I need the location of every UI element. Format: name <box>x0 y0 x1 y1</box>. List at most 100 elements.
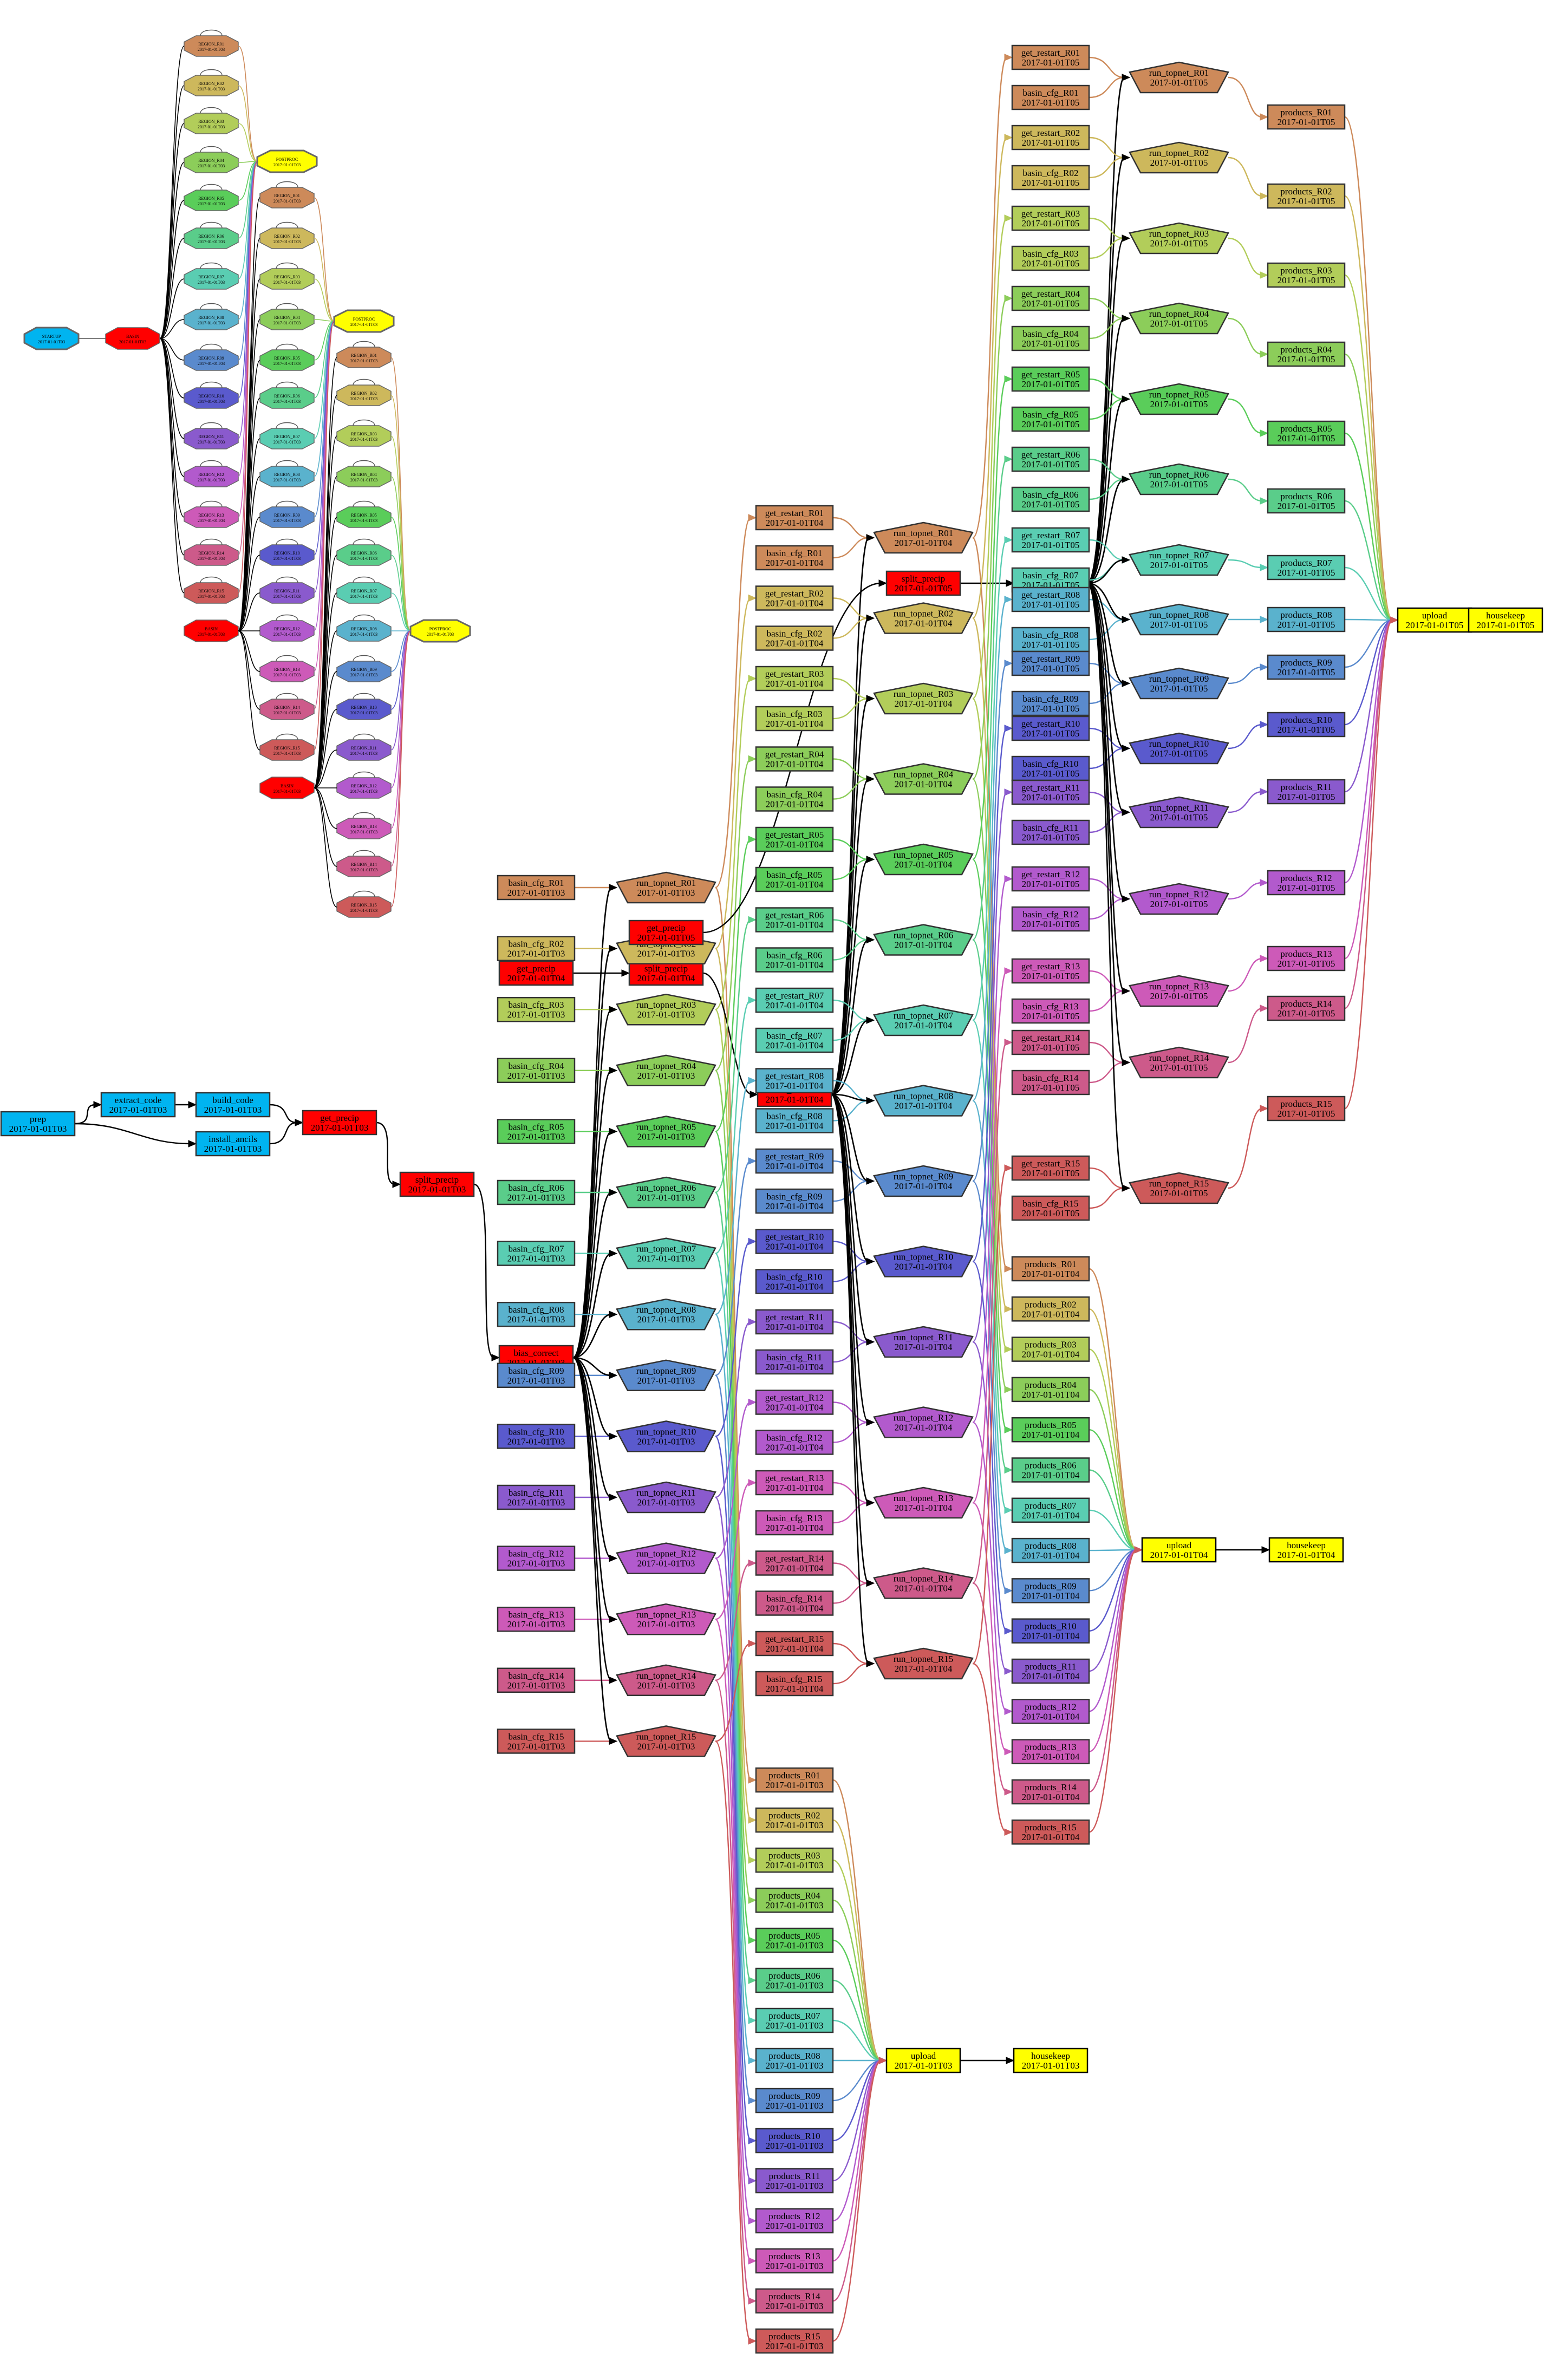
task-node-products_R11_t05[interactable]: products_R112017-01-01T05 <box>1267 779 1346 805</box>
task-node-run_topnet_R05_t04[interactable]: run_topnet_R052017-01-01T04 <box>873 843 974 876</box>
task-node-basin_cfg_R02_t03[interactable]: basin_cfg_R022017-01-01T03 <box>497 936 576 961</box>
task-node-run_topnet_R01_t04[interactable]: run_topnet_R012017-01-01T04 <box>873 521 974 554</box>
overview-node-region1_R15[interactable]: REGION_R152017-01-01T03 <box>184 582 239 604</box>
task-node-basin_cfg_R10_t04[interactable]: basin_cfg_R102017-01-01T04 <box>755 1269 834 1294</box>
task-node-get_restart_R11_t04[interactable]: get_restart_R112017-01-01T04 <box>755 1309 834 1335</box>
task-node-upload_t05[interactable]: upload2017-01-01T05 <box>1397 607 1472 633</box>
task-node-products_R01_t04[interactable]: products_R012017-01-01T04 <box>1011 1256 1090 1282</box>
overview-node-region3_R12[interactable]: REGION_R122017-01-01T03 <box>336 777 392 799</box>
task-node-basin_cfg_R14_t03[interactable]: basin_cfg_R142017-01-01T03 <box>497 1667 576 1693</box>
overview-node-region2_R14[interactable]: REGION_R142017-01-01T03 <box>259 699 315 720</box>
task-node-get_restart_R01_t05[interactable]: get_restart_R012017-01-01T05 <box>1011 44 1090 70</box>
task-node-run_topnet_R04_t05[interactable]: run_topnet_R042017-01-01T05 <box>1129 302 1229 335</box>
task-node-products_R10_t04[interactable]: products_R102017-01-01T04 <box>1011 1618 1090 1644</box>
task-node-products_R13_t03[interactable]: products_R132017-01-01T03 <box>755 2248 834 2274</box>
task-node-basin_cfg_R01_t04[interactable]: basin_cfg_R012017-01-01T04 <box>755 545 834 571</box>
overview-node-region3_R04[interactable]: REGION_R042017-01-01T03 <box>336 466 392 487</box>
task-node-get_restart_R08_t04[interactable]: get_restart_R082017-01-01T04 <box>755 1068 834 1093</box>
task-node-get_precip_t05[interactable]: get_precip2017-01-01T05 <box>628 920 704 946</box>
overview-node-region1_R14[interactable]: REGION_R142017-01-01T03 <box>184 544 239 566</box>
task-node-products_R04_t03[interactable]: products_R042017-01-01T03 <box>755 1887 834 1913</box>
task-node-basin_cfg_R15_t04[interactable]: basin_cfg_R152017-01-01T04 <box>755 1671 834 1697</box>
task-node-run_topnet_R09_t04[interactable]: run_topnet_R092017-01-01T04 <box>873 1165 974 1197</box>
overview-node-region1_R07[interactable]: REGION_R072017-01-01T03 <box>184 268 239 290</box>
overview-node-region3_R15[interactable]: REGION_R152017-01-01T03 <box>336 896 392 918</box>
task-node-basin_cfg_R07_t03[interactable]: basin_cfg_R072017-01-01T03 <box>497 1241 576 1266</box>
task-node-products_R03_t05[interactable]: products_R032017-01-01T05 <box>1267 262 1346 288</box>
task-node-housekeep_t04[interactable]: housekeep2017-01-01T04 <box>1268 1537 1344 1563</box>
overview-node-region2_R13[interactable]: REGION_R132017-01-01T03 <box>259 661 315 682</box>
task-node-products_R11_t03[interactable]: products_R112017-01-01T03 <box>755 2168 834 2194</box>
task-node-get_restart_R07_t05[interactable]: get_restart_R072017-01-01T05 <box>1011 527 1090 553</box>
task-node-run_topnet_R12_t03[interactable]: run_topnet_R122017-01-01T03 <box>616 1542 716 1574</box>
task-node-split_precip_t03[interactable]: split_precip2017-01-01T03 <box>399 1171 475 1197</box>
task-node-basin_cfg_R08_t04[interactable]: basin_cfg_R082017-01-01T04 <box>755 1108 834 1133</box>
overview-node-region1_R12[interactable]: REGION_R122017-01-01T03 <box>184 466 239 487</box>
task-node-run_topnet_R07_t05[interactable]: run_topnet_R072017-01-01T05 <box>1129 544 1229 576</box>
task-node-products_R14_t04[interactable]: products_R142017-01-01T04 <box>1011 1779 1090 1805</box>
task-node-products_R09_t05[interactable]: products_R092017-01-01T05 <box>1267 654 1346 680</box>
task-node-run_topnet_R11_t03[interactable]: run_topnet_R112017-01-01T03 <box>616 1481 716 1514</box>
task-node-run_topnet_R15_t03[interactable]: run_topnet_R152017-01-01T03 <box>616 1725 716 1757</box>
task-node-upload_t04[interactable]: upload2017-01-01T04 <box>1141 1537 1217 1563</box>
task-node-housekeep_t03[interactable]: housekeep2017-01-01T03 <box>1013 2048 1089 2073</box>
task-node-run_topnet_R15_t04[interactable]: run_topnet_R152017-01-01T04 <box>873 1647 974 1680</box>
overview-node-basin_3[interactable]: BASIN2017-01-01T03 <box>259 777 315 799</box>
task-node-products_R02_t03[interactable]: products_R022017-01-01T03 <box>755 1807 834 1833</box>
task-node-basin_cfg_R09_t05[interactable]: basin_cfg_R092017-01-01T05 <box>1011 690 1090 716</box>
overview-node-region1_R08[interactable]: REGION_R082017-01-01T03 <box>184 309 239 330</box>
overview-node-region3_R08[interactable]: REGION_R082017-01-01T03 <box>336 620 392 642</box>
overview-node-region2_R05[interactable]: REGION_R052017-01-01T03 <box>259 349 315 371</box>
task-node-basin_cfg_R09_t04[interactable]: basin_cfg_R092017-01-01T04 <box>755 1188 834 1214</box>
task-node-run_topnet_R03_t04[interactable]: run_topnet_R032017-01-01T04 <box>873 682 974 715</box>
task-node-products_R09_t03[interactable]: products_R092017-01-01T03 <box>755 2088 834 2114</box>
task-node-run_topnet_R14_t04[interactable]: run_topnet_R142017-01-01T04 <box>873 1567 974 1599</box>
overview-node-startup[interactable]: STARTUP2017-01-01T03 <box>23 327 80 350</box>
task-node-get_restart_R12_t05[interactable]: get_restart_R122017-01-01T05 <box>1011 866 1090 892</box>
overview-node-region3_R13[interactable]: REGION_R132017-01-01T03 <box>336 818 392 839</box>
task-node-run_topnet_R10_t04[interactable]: run_topnet_R102017-01-01T04 <box>873 1246 974 1277</box>
overview-node-region1_R10[interactable]: REGION_R102017-01-01T03 <box>184 387 239 409</box>
task-node-products_R02_t04[interactable]: products_R022017-01-01T04 <box>1011 1296 1090 1322</box>
overview-node-region3_R02[interactable]: REGION_R022017-01-01T03 <box>336 384 392 406</box>
task-node-basin_cfg_R11_t03[interactable]: basin_cfg_R112017-01-01T03 <box>497 1484 576 1510</box>
task-node-basin_cfg_R02_t05[interactable]: basin_cfg_R022017-01-01T05 <box>1011 165 1090 191</box>
overview-node-region3_R05[interactable]: REGION_R052017-01-01T03 <box>336 506 392 528</box>
task-node-products_R08_t03[interactable]: products_R082017-01-01T03 <box>755 2048 834 2073</box>
task-node-products_R05_t03[interactable]: products_R052017-01-01T03 <box>755 1927 834 1953</box>
task-node-run_topnet_R09_t05[interactable]: run_topnet_R092017-01-01T05 <box>1129 667 1229 700</box>
task-node-basin_cfg_R10_t03[interactable]: basin_cfg_R102017-01-01T03 <box>497 1424 576 1449</box>
overview-node-region2_R15[interactable]: REGION_R152017-01-01T03 <box>259 739 315 761</box>
task-node-run_topnet_R04_t04[interactable]: run_topnet_R042017-01-01T04 <box>873 763 974 795</box>
overview-node-region3_R09[interactable]: REGION_R092017-01-01T03 <box>336 661 392 682</box>
task-node-products_R03_t04[interactable]: products_R032017-01-01T04 <box>1011 1336 1090 1362</box>
task-node-get_restart_R13_t04[interactable]: get_restart_R132017-01-01T04 <box>755 1470 834 1496</box>
overview-node-region1_R11[interactable]: REGION_R112017-01-01T03 <box>184 428 239 449</box>
task-node-run_topnet_R05_t03[interactable]: run_topnet_R052017-01-01T03 <box>616 1116 716 1147</box>
overview-node-region1_R03[interactable]: REGION_R032017-01-01T03 <box>184 113 239 134</box>
overview-node-basin_1[interactable]: BASIN2017-01-01T03 <box>105 327 160 350</box>
task-node-get_restart_R04_t04[interactable]: get_restart_R042017-01-01T04 <box>755 746 834 772</box>
task-node-run_topnet_R11_t05[interactable]: run_topnet_R112017-01-01T05 <box>1129 796 1229 829</box>
overview-node-region2_R08[interactable]: REGION_R082017-01-01T03 <box>259 466 315 487</box>
task-node-basin_cfg_R12_t04[interactable]: basin_cfg_R122017-01-01T04 <box>755 1430 834 1455</box>
overview-node-postproc_2[interactable]: POSTPROC2017-01-01T03 <box>333 309 395 333</box>
task-node-products_R04_t04[interactable]: products_R042017-01-01T04 <box>1011 1377 1090 1403</box>
task-node-products_R12_t05[interactable]: products_R122017-01-01T05 <box>1267 870 1346 896</box>
task-node-get_restart_R02_t05[interactable]: get_restart_R022017-01-01T05 <box>1011 125 1090 151</box>
task-node-run_topnet_R13_t04[interactable]: run_topnet_R132017-01-01T04 <box>873 1486 974 1519</box>
overview-node-postproc_3[interactable]: POSTPROC2017-01-01T03 <box>409 619 471 643</box>
task-node-install_ancils[interactable]: install_ancils2017-01-01T03 <box>195 1131 271 1157</box>
task-node-get_restart_R08_t05[interactable]: get_restart_R082017-01-01T05 <box>1011 586 1090 612</box>
task-node-products_R10_t03[interactable]: products_R102017-01-01T03 <box>755 2128 834 2154</box>
task-node-products_R01_t03[interactable]: products_R012017-01-01T03 <box>755 1767 834 1793</box>
task-node-run_topnet_R08_t04[interactable]: run_topnet_R082017-01-01T04 <box>873 1085 974 1117</box>
task-node-get_restart_R06_t04[interactable]: get_restart_R062017-01-01T04 <box>755 907 834 933</box>
task-node-split_precip_t05[interactable]: split_precip2017-01-01T05 <box>885 570 961 596</box>
task-node-products_R13_t05[interactable]: products_R132017-01-01T05 <box>1267 946 1346 971</box>
task-node-basin_cfg_R05_t05[interactable]: basin_cfg_R052017-01-01T05 <box>1011 406 1090 432</box>
task-node-products_R14_t03[interactable]: products_R142017-01-01T03 <box>755 2288 834 2314</box>
task-node-basin_cfg_R10_t05[interactable]: basin_cfg_R102017-01-01T05 <box>1011 755 1090 781</box>
task-node-get_restart_R02_t04[interactable]: get_restart_R022017-01-01T04 <box>755 585 834 611</box>
task-node-get_restart_R14_t04[interactable]: get_restart_R142017-01-01T04 <box>755 1550 834 1576</box>
